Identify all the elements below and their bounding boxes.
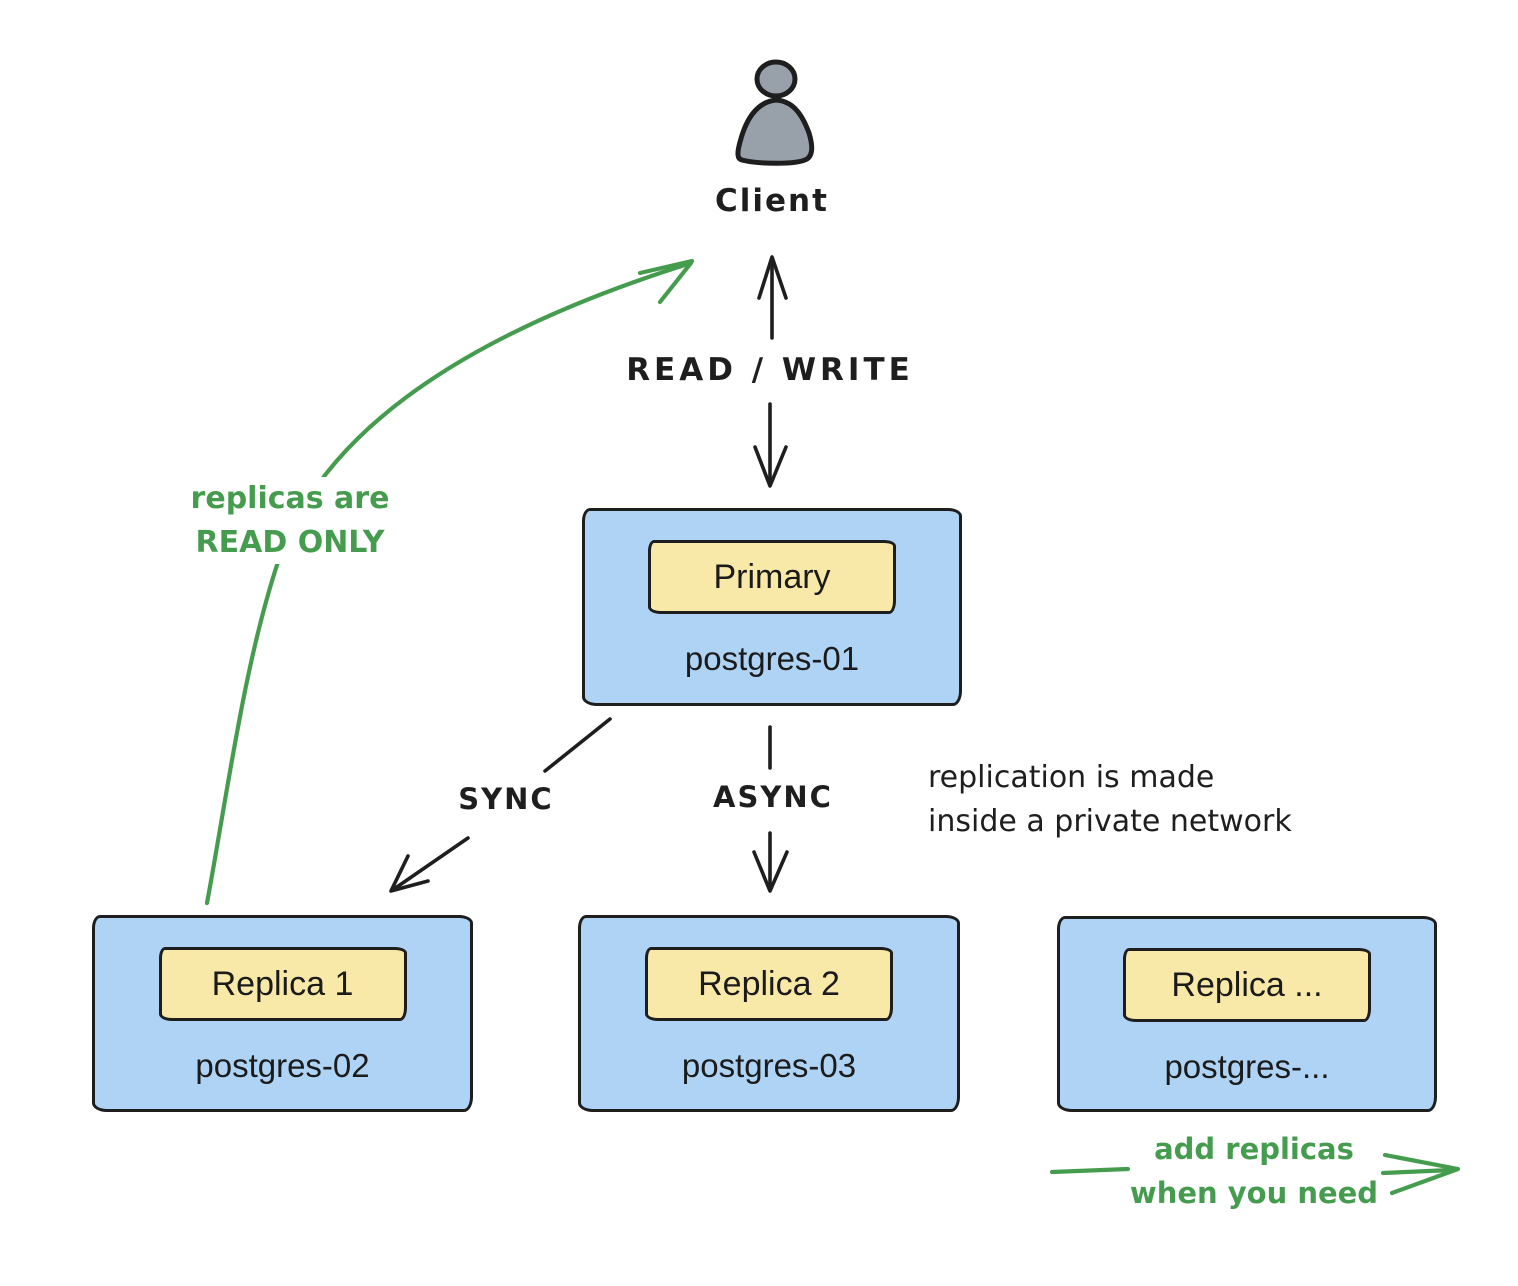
add-replicas-annotation-line2: when you need [1129, 1175, 1379, 1210]
sync-label: SYNC [436, 780, 576, 820]
add-replicas-annotation: add replicas when you need [1128, 1128, 1380, 1215]
read-write-arrow [753, 255, 788, 488]
node-replica-2-role-badge: Replica 2 [645, 947, 893, 1021]
read-write-label: READ / WRITE [626, 352, 914, 388]
client-label: Client [715, 183, 829, 219]
private-network-annotation-line1: replication is made [928, 760, 1215, 795]
private-network-annotation: replication is made inside a private net… [928, 756, 1358, 844]
add-replicas-arrow [1049, 1152, 1461, 1196]
node-primary-hostname: postgres-01 [684, 640, 860, 677]
node-replica-1-hostname: postgres-02 [195, 1047, 370, 1084]
read-only-annotation-line2: READ ONLY [195, 524, 385, 560]
node-primary: Primary postgres-01 [582, 508, 962, 706]
read-only-annotation-line1: replicas are [190, 481, 390, 516]
person-icon [735, 59, 815, 166]
read-only-annotation: replicas are READ ONLY [178, 477, 402, 564]
node-primary-role-badge: Primary [648, 540, 896, 614]
node-replica-2: Replica 2 postgres-03 [578, 915, 960, 1112]
node-replica-1-role-badge: Replica 1 [158, 947, 407, 1021]
sync-arrow [389, 717, 612, 893]
async-arrow [752, 725, 789, 893]
async-label: ASYNC [697, 778, 849, 818]
node-replica-n-role-badge: Replica ... [1123, 948, 1371, 1022]
private-network-annotation-line2: inside a private network [928, 804, 1292, 840]
node-replica-2-hostname: postgres-03 [681, 1047, 857, 1084]
add-replicas-annotation-line1: add replicas [1154, 1132, 1354, 1166]
node-replica-n-hostname: postgres-... [1164, 1048, 1330, 1085]
node-replica-n: Replica ... postgres-... [1057, 916, 1437, 1112]
node-replica-1: Replica 1 postgres-02 [92, 915, 473, 1112]
